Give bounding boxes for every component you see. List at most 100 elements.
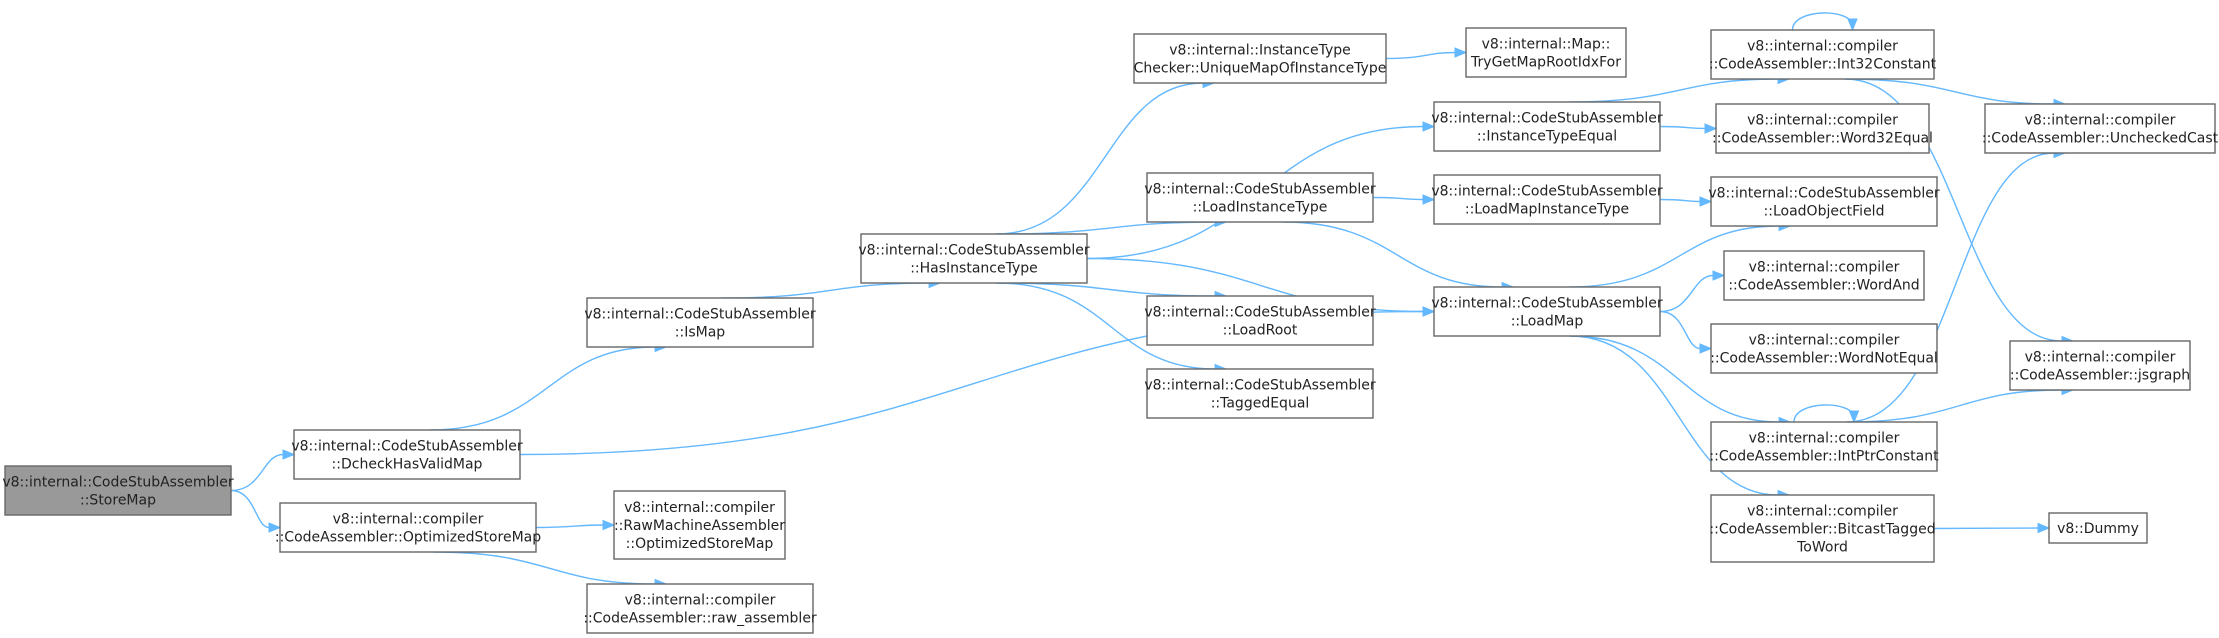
node-label: ::CodeAssembler::UncheckedCast [1982,131,2219,147]
node-word32eq[interactable]: v8::internal::compiler::CodeAssembler::W… [1712,103,1933,154]
edge-line [1659,310,1701,350]
edge-line [1659,274,1714,313]
node-label: v8::internal::compiler [1749,260,1900,276]
node-label: v8::internal::CodeStubAssembler [2,475,234,491]
node-label: v8::internal::compiler [625,593,776,609]
edge-line [1793,404,1855,423]
node-label: ::LoadRoot [1223,323,1298,339]
node-box[interactable] [1710,176,1938,227]
node-box[interactable] [2048,512,2148,544]
node-box[interactable] [1710,421,1938,472]
node-box[interactable] [279,502,537,553]
node-box[interactable] [1710,29,1935,80]
node-label: ::HasInstanceType [910,261,1038,277]
edge-line [1844,78,2055,105]
node-box[interactable] [1465,27,1627,78]
node-label: v8::internal::compiler [333,512,484,528]
node-box[interactable] [1984,103,2216,154]
node-box[interactable] [293,429,521,480]
edge-loadmapinst-loadobjf [1659,196,1713,207]
node-label: ::DcheckHasValidMap [332,457,483,473]
node-int32c[interactable]: v8::internal::compiler::CodeAssembler::I… [1709,29,1937,80]
node-box[interactable] [1433,101,1661,152]
node-rawasm[interactable]: v8::internal::compiler::CodeAssembler::r… [583,583,817,634]
node-wordand[interactable]: v8::internal::compiler::CodeAssembler::W… [1723,250,1925,301]
edge-line [996,282,1216,370]
node-box[interactable] [1710,494,1935,563]
edge-arrowhead [1712,270,1726,281]
node-box[interactable] [1715,103,1930,154]
node-label: ::CodeAssembler::raw_assembler [583,611,817,627]
node-box[interactable] [860,233,1088,284]
edge-line [722,282,930,299]
edge-line [429,346,656,431]
node-unchecked[interactable]: v8::internal::compiler::CodeAssembler::U… [1982,103,2219,154]
node-hasinst[interactable]: v8::internal::CodeStubAssembler::HasInst… [858,233,1090,284]
edge-arrowhead [1699,343,1713,354]
node-loadmapinst[interactable]: v8::internal::CodeStubAssembler::LoadMap… [1431,174,1663,225]
node-box[interactable] [1146,368,1374,419]
edge-int32c-int32c [1791,12,1858,32]
edge-arrowhead [2037,522,2051,534]
node-dcheck[interactable]: v8::internal::CodeStubAssembler::DcheckH… [291,429,523,480]
node-box[interactable] [1133,33,1387,84]
node-label: ::IsMap [675,325,726,341]
node-label: ::InstanceTypeEqual [1477,129,1617,145]
node-label: ::TaggedEqual [1211,396,1310,412]
node-wordneq[interactable]: v8::internal::compiler::CodeAssembler::W… [1710,323,1938,374]
node-box[interactable] [1433,174,1661,225]
edge-line [535,524,604,529]
node-intptrc[interactable]: v8::internal::compiler::CodeAssembler::I… [1709,421,1939,472]
node-label: v8::internal::CodeStubAssembler [1431,296,1663,312]
node-box[interactable] [586,583,814,634]
edge-line [1846,152,2055,423]
node-bitcast[interactable]: v8::internal::compiler::CodeAssembler::B… [1709,494,1936,563]
node-label: v8::internal::CodeStubAssembler [1144,182,1376,198]
node-label: v8::internal::compiler [1749,333,1900,349]
node-box[interactable] [586,297,814,348]
node-box[interactable] [2009,340,2191,391]
node-storemap[interactable]: v8::internal::CodeStubAssembler::StoreMa… [2,465,234,516]
node-taggedeq[interactable]: v8::internal::CodeStubAssembler::TaggedE… [1144,368,1376,419]
node-box[interactable] [1146,295,1374,346]
node-label: ::CodeAssembler::jsgraph [2010,368,2190,384]
node-loadroot[interactable]: v8::internal::CodeStubAssembler::LoadRoo… [1144,295,1376,346]
edge-line [1569,225,1780,288]
edge-loadmap-wordand [1659,270,1726,313]
node-label: v8::internal::CodeStubAssembler [1144,305,1376,321]
node-loadobjf[interactable]: v8::internal::CodeStubAssembler::LoadObj… [1708,176,1940,227]
node-label: ::CodeAssembler::IntPtrConstant [1709,449,1939,465]
edge-line [1569,335,1779,496]
node-rawopt[interactable]: v8::internal::compiler::RawMachineAssemb… [613,490,786,560]
node-instchk[interactable]: v8::internal::InstanceTypeChecker::Uniqu… [1133,33,1387,84]
node-box[interactable] [4,465,232,516]
edge-line [230,453,284,492]
node-insteq[interactable]: v8::internal::CodeStubAssembler::Instanc… [1431,101,1663,152]
node-label: v8::internal::CodeStubAssembler [1431,111,1663,127]
node-jsgraph[interactable]: v8::internal::compiler::CodeAssembler::j… [2009,340,2191,391]
node-box[interactable] [1710,323,1938,374]
node-label: Checker::UniqueMapOfInstanceType [1134,61,1387,77]
edge-arrowhead [1422,121,1436,132]
node-loadmap[interactable]: v8::internal::CodeStubAssembler::LoadMap [1431,286,1663,337]
node-label: ::CodeAssembler::OptimizedStoreMap [275,530,541,546]
node-trygetmap[interactable]: v8::internal::Map::TryGetMapRootIdxFor [1465,27,1627,78]
node-dummy[interactable]: v8::Dummy [2048,512,2148,544]
edge-arrowhead [602,519,616,531]
node-optstore[interactable]: v8::internal::compiler::CodeAssembler::O… [275,502,541,553]
node-label: v8::internal::compiler [624,500,775,516]
node-loadinst[interactable]: v8::internal::CodeStubAssembler::LoadIns… [1144,172,1376,223]
node-box[interactable] [1146,172,1374,223]
node-label: ::CodeAssembler::BitcastTagged [1709,522,1935,538]
node-box[interactable] [1723,250,1925,301]
node-label: ::LoadInstanceType [1193,200,1328,216]
node-box[interactable] [1433,286,1661,337]
edge-dcheck-ismap [429,341,668,431]
node-ismap[interactable]: v8::internal::CodeStubAssembler::IsMap [584,297,816,348]
node-label: v8::internal::compiler [1747,504,1898,520]
nodes-layer: v8::internal::CodeStubAssembler::StoreMa… [2,27,2219,634]
edge-insteq-word32eq [1659,123,1718,134]
edge-line [1844,78,2063,342]
node-box[interactable] [613,490,786,560]
